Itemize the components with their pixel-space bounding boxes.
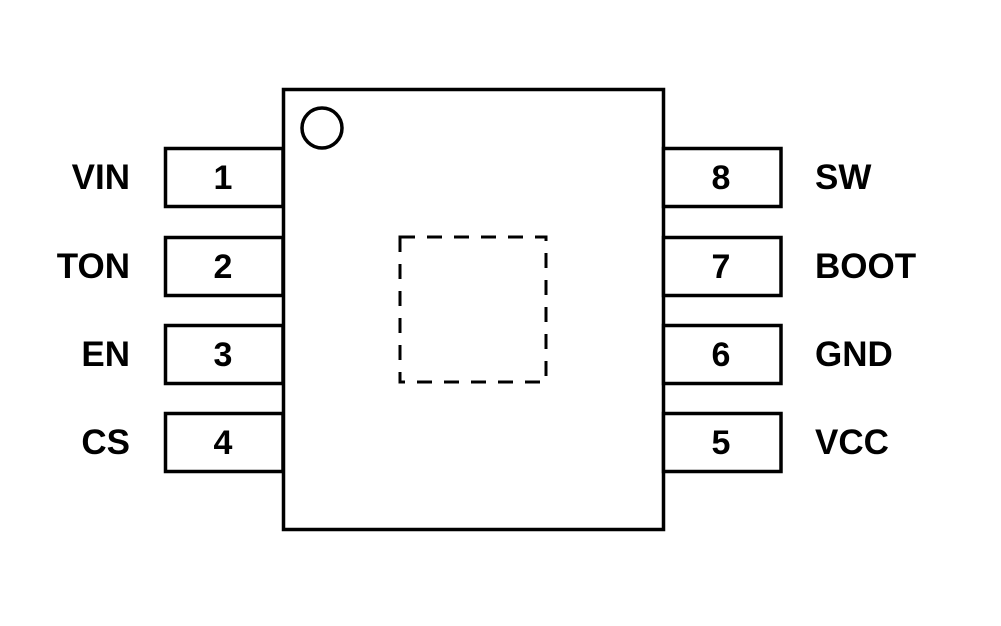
pin-number: 5 xyxy=(712,424,731,462)
pin-lead xyxy=(163,323,285,386)
exposed-pad xyxy=(398,235,548,384)
pin-name-label: VIN xyxy=(72,158,130,197)
pin-3: 3 EN xyxy=(81,323,285,386)
pin-lead xyxy=(163,146,285,209)
pin-lead xyxy=(661,411,783,474)
pin-lead xyxy=(661,146,783,209)
pin-name-label: BOOT xyxy=(815,247,916,286)
pin-number: 7 xyxy=(712,248,731,286)
pin-number: 4 xyxy=(214,424,233,462)
pin-4: 4 CS xyxy=(81,411,285,474)
pin-lead xyxy=(661,235,783,298)
pin-number: 3 xyxy=(214,336,233,374)
pin-lead xyxy=(163,235,285,298)
pin-5: 5 VCC xyxy=(661,411,889,474)
ic-body xyxy=(281,87,666,532)
pin-lead xyxy=(661,323,783,386)
pin-name-label: SW xyxy=(815,158,871,197)
pin-number: 8 xyxy=(712,159,731,197)
pin-name-label: TON xyxy=(57,247,130,286)
pin-name-label: VCC xyxy=(815,423,889,462)
pin-number: 1 xyxy=(214,159,233,197)
pin-1: 1 VIN xyxy=(72,146,285,209)
pin1-marker-icon xyxy=(300,106,344,150)
pin-2: 2 TON xyxy=(57,235,285,298)
pin-name-label: GND xyxy=(815,335,893,374)
pin-6: 6 GND xyxy=(661,323,893,386)
pin-lead xyxy=(163,411,285,474)
pin-name-label: EN xyxy=(81,335,130,374)
pin-number: 2 xyxy=(214,248,233,286)
pin-number: 6 xyxy=(712,336,731,374)
pin-8: 8 SW xyxy=(661,146,871,209)
pin-7: 7 BOOT xyxy=(661,235,916,298)
pin-name-label: CS xyxy=(81,423,130,462)
